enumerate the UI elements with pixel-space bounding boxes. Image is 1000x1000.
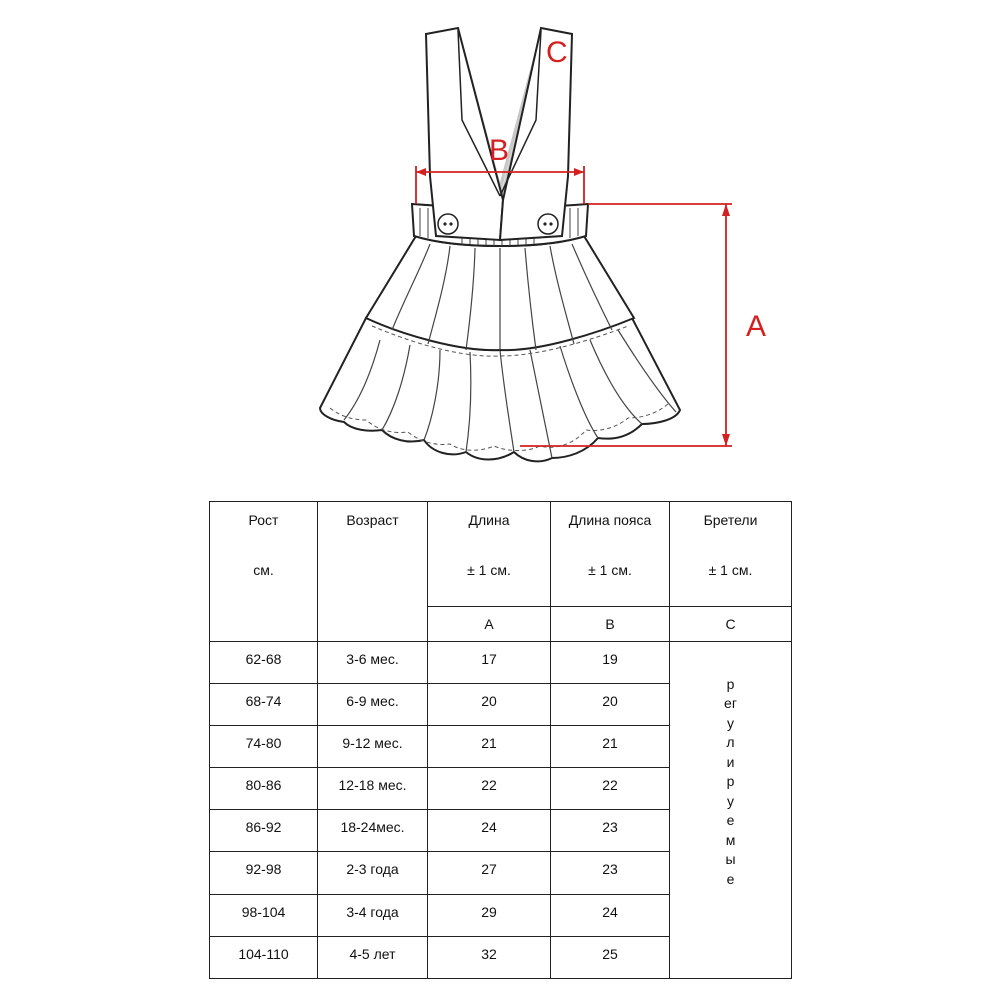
cell-length: 21 bbox=[427, 724, 551, 769]
right-strap bbox=[498, 26, 574, 242]
cell-height: 104-110 bbox=[209, 935, 318, 980]
cell-height: 92-98 bbox=[209, 851, 318, 895]
cell-age: 3-4 года bbox=[317, 893, 428, 937]
straps-adjustable-note: регулируемые bbox=[724, 675, 737, 887]
cell-age: 4-5 лет bbox=[317, 935, 428, 980]
header-height-unit: см. bbox=[253, 562, 274, 578]
skirt-hem-stitch bbox=[329, 403, 669, 451]
dimension-label-a: A bbox=[746, 310, 767, 343]
cell-length: 29 bbox=[427, 893, 551, 937]
header-straps-tolerance: ± 1 см. bbox=[708, 562, 753, 578]
table-row: 68-74 6-9 мес. 20 20 bbox=[209, 682, 792, 726]
header-straps: Бретели ± 1 см. bbox=[669, 501, 792, 607]
cell-height: 86-92 bbox=[209, 809, 318, 853]
cell-length: 27 bbox=[427, 851, 551, 895]
cell-waist: 21 bbox=[550, 724, 670, 769]
cell-age: 3-6 мес. bbox=[317, 640, 428, 684]
cell-age: 2-3 года bbox=[317, 851, 428, 895]
table-header-row: Рост см. Возраст Длина ± 1 см. Длина поя… bbox=[209, 501, 792, 642]
table-row: 92-98 2-3 года 27 23 bbox=[209, 851, 792, 895]
header-length-tolerance: ± 1 см. bbox=[467, 562, 511, 578]
cell-waist: 20 bbox=[550, 682, 670, 726]
dimension-label-c: C bbox=[546, 36, 568, 69]
table-row: 104-110 4-5 лет 32 25 bbox=[209, 935, 792, 980]
skirt-illustration bbox=[318, 26, 732, 463]
left-button bbox=[437, 213, 459, 235]
cell-age: 12-18 мес. bbox=[317, 767, 428, 811]
dimension-lines bbox=[415, 166, 732, 447]
header-straps-label: Бретели bbox=[703, 512, 758, 528]
cell-waist: 22 bbox=[550, 767, 670, 811]
header-age-label: Возраст bbox=[346, 512, 399, 528]
table-row: 86-92 18-24мес. 24 23 bbox=[209, 809, 792, 853]
table-row: 98-104 3-4 года 29 24 bbox=[209, 893, 792, 937]
straps-adjustable-cell: регулируемые bbox=[669, 640, 792, 980]
cell-length: 22 bbox=[427, 767, 551, 811]
table-row: 62-68 3-6 мес. 17 19 регулируемые bbox=[209, 640, 792, 980]
cell-length: 17 bbox=[427, 640, 551, 684]
header-height-label: Рост bbox=[248, 512, 279, 528]
size-table: Рост см. Возраст Длина ± 1 см. Длина поя… bbox=[209, 501, 792, 980]
cell-length: 24 bbox=[427, 809, 551, 853]
skirt-lower-folds bbox=[343, 329, 677, 459]
table-letter-row: A B C bbox=[210, 605, 792, 642]
header-letter-b: B bbox=[550, 605, 670, 642]
cell-height: 80-86 bbox=[209, 767, 318, 811]
left-strap-edge bbox=[457, 29, 501, 197]
cell-age: 18-24мес. bbox=[317, 809, 428, 853]
cell-waist: 24 bbox=[550, 893, 670, 937]
cell-age: 6-9 мес. bbox=[317, 682, 428, 726]
dimension-label-b: B bbox=[489, 134, 510, 167]
cell-height: 68-74 bbox=[209, 682, 318, 726]
header-waist: Длина пояса ± 1 см. bbox=[550, 501, 670, 607]
right-button bbox=[537, 213, 559, 235]
cell-length: 20 bbox=[427, 682, 551, 726]
header-age: Возраст bbox=[317, 501, 428, 642]
header-letter-a: A bbox=[427, 605, 551, 642]
cell-waist: 19 bbox=[550, 640, 670, 684]
cell-age: 9-12 мес. bbox=[317, 724, 428, 769]
header-waist-tolerance: ± 1 см. bbox=[588, 562, 632, 578]
cell-height: 74-80 bbox=[209, 724, 318, 769]
cell-waist: 23 bbox=[550, 809, 670, 853]
cell-length: 32 bbox=[427, 935, 551, 980]
tier-seam-stitch bbox=[371, 325, 629, 357]
table-row: 74-80 9-12 мес. 21 21 bbox=[209, 724, 792, 769]
header-letter-c: C bbox=[669, 605, 792, 642]
header-length: Длина ± 1 см. bbox=[427, 501, 551, 607]
cell-waist: 25 bbox=[550, 935, 670, 980]
cell-height: 62-68 bbox=[209, 640, 318, 684]
header-waist-label: Длина пояса bbox=[568, 512, 652, 528]
cell-waist: 23 bbox=[550, 851, 670, 895]
header-height: Рост см. bbox=[209, 501, 318, 642]
cell-height: 98-104 bbox=[209, 893, 318, 937]
skirt-upper-folds bbox=[391, 243, 613, 351]
header-length-label: Длина bbox=[468, 512, 510, 528]
right-strap-edge bbox=[499, 29, 542, 197]
